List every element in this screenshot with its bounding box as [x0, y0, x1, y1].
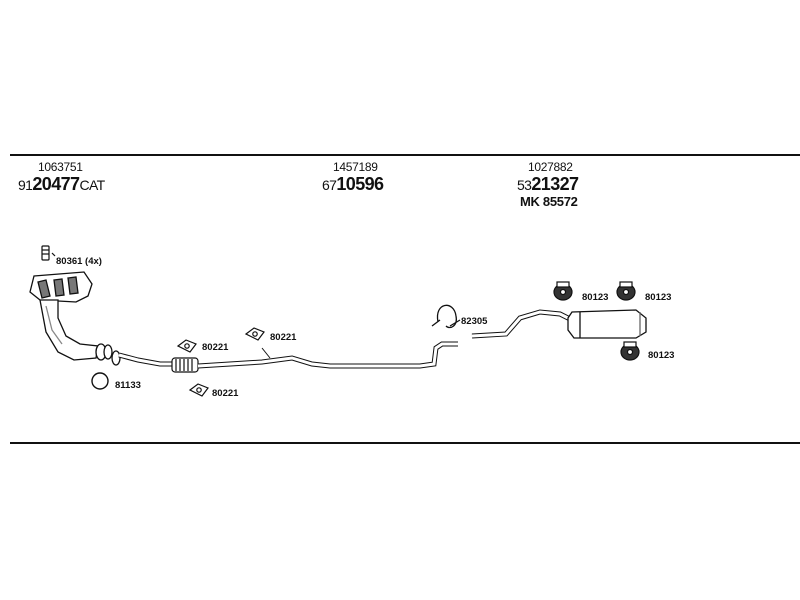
clamp-icon — [431, 304, 461, 329]
rubber-hanger-icon — [553, 281, 573, 301]
bottom-divider — [10, 442, 800, 444]
label-clamp: 82305 — [461, 316, 488, 327]
part-prefix-1: 91 — [18, 177, 33, 193]
part-main-1: 20477 — [32, 174, 80, 194]
label-bolt: 80361 (4x) — [56, 256, 102, 267]
label-gasket-3: 80221 — [270, 332, 297, 343]
part-suffix-1: CAT — [79, 177, 105, 193]
gasket-icon — [244, 327, 265, 341]
rear-pipe-icon — [471, 309, 574, 339]
label-gasket-1: 80221 — [202, 342, 229, 353]
part-main-2: 10596 — [336, 174, 384, 194]
ref-number-1: 1063751 — [38, 160, 83, 174]
part-number-3: 5321327 — [517, 174, 579, 195]
part-prefix-3: 53 — [517, 177, 532, 193]
part-prefix-2: 67 — [322, 177, 337, 193]
part-number-1: 9120477CAT — [18, 174, 105, 195]
sealing-ring-icon — [91, 372, 109, 390]
rubber-hanger-icon — [620, 341, 640, 361]
gasket-icon — [188, 383, 209, 397]
top-divider — [10, 154, 800, 156]
label-hanger-2: 80123 — [645, 292, 671, 303]
mount-kit-number: MK 85572 — [520, 194, 578, 209]
ref-number-2: 1457189 — [333, 160, 378, 174]
label-gasket-2: 80221 — [212, 388, 239, 399]
part-main-3: 21327 — [531, 174, 579, 194]
label-hanger-3: 80123 — [648, 350, 674, 361]
gasket-icon — [176, 339, 197, 353]
ref-number-3: 1027882 — [528, 160, 573, 174]
bolt-icon — [41, 245, 56, 261]
part-number-2: 6710596 — [322, 174, 384, 195]
rubber-hanger-icon — [616, 281, 636, 301]
middle-pipe-icon — [197, 341, 458, 369]
label-ring: 81133 — [115, 380, 141, 391]
exhaust-manifold-icon — [29, 271, 113, 361]
label-hanger-1: 80123 — [582, 292, 608, 303]
front-pipe-icon — [111, 350, 174, 367]
catalytic-converter-icon — [171, 357, 199, 373]
rear-muffler-icon — [567, 309, 647, 339]
